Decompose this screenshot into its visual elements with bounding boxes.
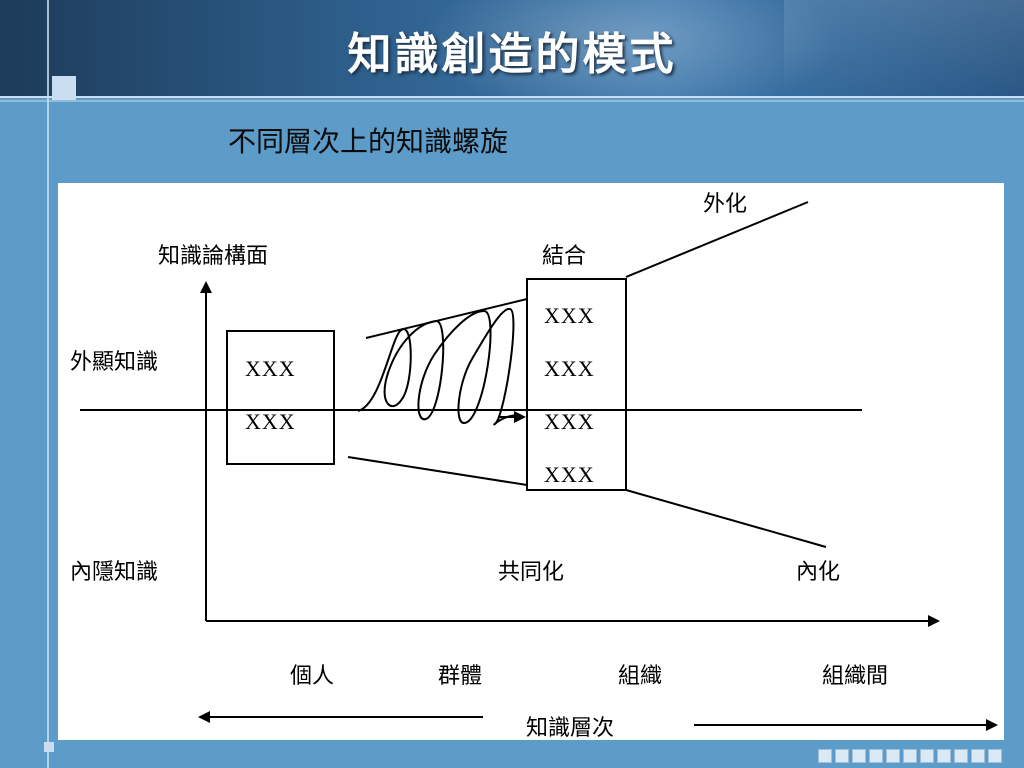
footer-squares: [818, 748, 1005, 763]
level-inter-organization: 組織間: [822, 664, 888, 689]
right-box-item: XXX: [544, 356, 595, 381]
knowledge-spiral: [357, 308, 521, 426]
tacit-knowledge-label: 內隱知識: [70, 560, 158, 585]
x-axis-label: 知識層次: [526, 716, 614, 740]
slide-subtitle: 不同層次上的知識螺旋: [228, 125, 509, 158]
slide-header: [0, 0, 1024, 96]
corner-square: [52, 76, 76, 100]
level-individual: 個人: [290, 664, 334, 689]
externalization-line: [625, 201, 809, 278]
right-box: [526, 278, 627, 491]
left-box: [226, 330, 335, 465]
diagram-panel: 知識論構面 外顯知識 內隱知識 結合 共同化 外化 內化 XXX XXX XXX…: [58, 183, 1004, 740]
header-divider-thin: [0, 100, 1024, 102]
left-box-item: XXX: [245, 409, 296, 434]
header-glow: [420, 0, 840, 96]
cone-lower-line: [347, 456, 528, 486]
level-organization: 組織: [618, 664, 662, 689]
knowledge-spiral-diagram: 知識論構面 外顯知識 內隱知識 結合 共同化 外化 內化 XXX XXX XXX…: [70, 192, 998, 740]
explicit-knowledge-label: 外顯知識: [70, 350, 158, 375]
slide-title: 知識創造的模式: [347, 29, 677, 80]
y-axis-label: 知識論構面: [158, 244, 268, 269]
combination-label: 結合: [542, 244, 586, 269]
right-box-item: XXX: [544, 303, 595, 328]
internalization-line: [625, 489, 827, 548]
socialization-label: 共同化: [498, 560, 564, 585]
right-box-item: XXX: [544, 409, 595, 434]
left-box-item: XXX: [245, 356, 296, 381]
level-group: 群體: [438, 664, 482, 689]
right-box-item: XXX: [544, 462, 595, 487]
externalization-label: 外化: [703, 192, 747, 217]
bottom-corner-square: [44, 742, 54, 752]
header-sheen: [784, 0, 1024, 96]
internalization-label: 內化: [796, 560, 840, 585]
left-rule: [47, 0, 49, 768]
header-divider: [0, 96, 1024, 98]
cone-upper-line: [365, 298, 528, 339]
